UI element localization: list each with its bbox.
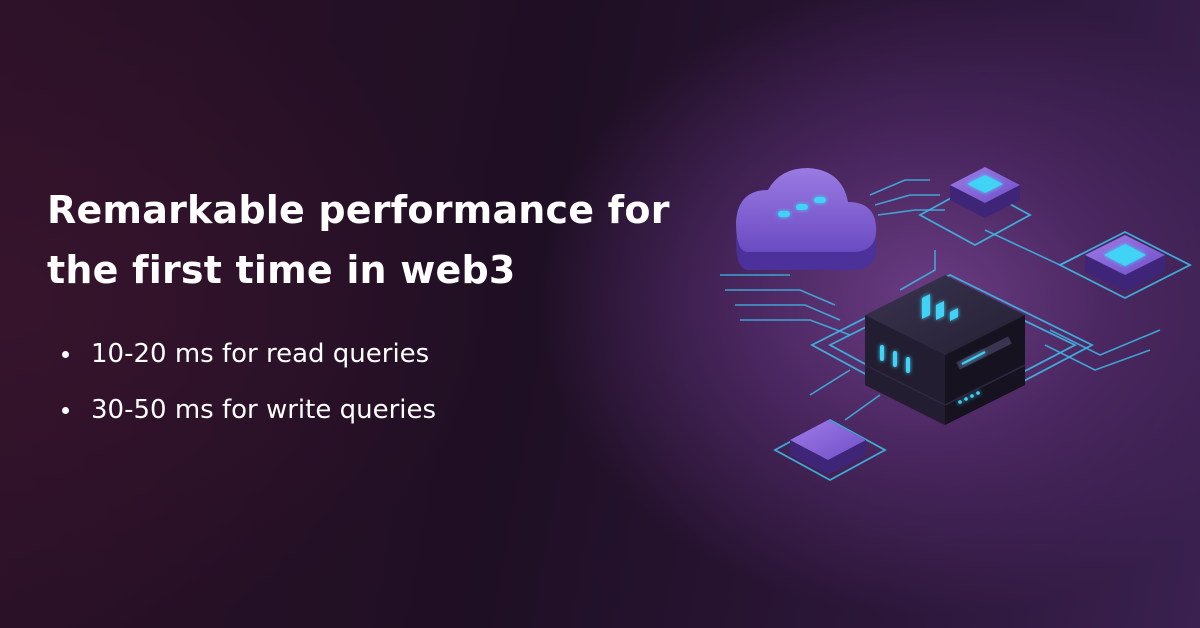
bullet-dot-icon: [62, 350, 69, 358]
bullet-dot-icon: [62, 406, 69, 414]
read-latency-text: 10-20 ms for read queries: [91, 339, 430, 369]
cloud-icon: [736, 168, 877, 270]
database-icon: [790, 420, 866, 475]
headline-line-1: Remarkable performance for: [47, 188, 670, 232]
list-item: 30-50 ms for write queries: [62, 390, 436, 430]
write-latency-text: 30-50 ms for write queries: [91, 395, 437, 425]
feature-list: 10-20 ms for read queries 30-50 ms for w…: [62, 334, 436, 446]
list-item: 10-20 ms for read queries: [62, 334, 436, 374]
network-illustration: [720, 167, 1192, 482]
headline: Remarkable performance for the first tim…: [47, 180, 670, 300]
chip-icon: [1085, 235, 1165, 292]
server-icon: [864, 275, 1026, 425]
headline-line-2: the first time in web3: [47, 248, 516, 292]
chip-icon: [950, 167, 1020, 218]
